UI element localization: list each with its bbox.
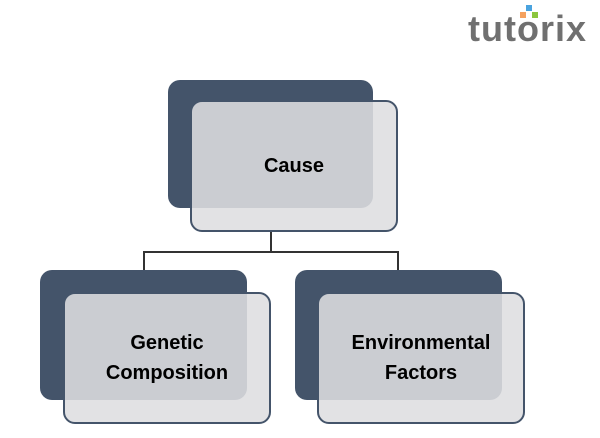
connector-horizontal: [143, 251, 399, 253]
logo-dot-orange: [520, 12, 526, 18]
root-node-label: Cause: [263, 155, 325, 177]
left-node: Genetic Composition: [63, 292, 271, 424]
logo-dot-green: [532, 12, 538, 18]
connector-root: [270, 232, 272, 252]
connector-left: [143, 251, 145, 271]
right-node: Environmental Factors: [317, 292, 525, 424]
logo-dot-blue: [526, 5, 532, 11]
connector-right: [397, 251, 399, 271]
root-node: Cause: [190, 100, 398, 232]
right-node-label: Environmental Factors: [351, 332, 491, 384]
tutorix-logo: tutorix: [468, 8, 587, 49]
left-node-label: Genetic Composition: [105, 332, 229, 384]
